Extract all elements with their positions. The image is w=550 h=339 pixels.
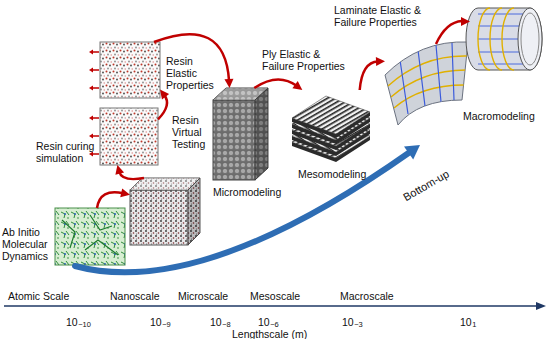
fuselage-cylinder <box>466 8 542 70</box>
load-arrowhead <box>89 86 93 91</box>
flow-arrow <box>97 188 130 208</box>
arrowhead <box>224 79 233 88</box>
axis-exponent: −3 <box>354 320 363 329</box>
edge-label: Ply Elastic & Failure Properties <box>262 48 348 72</box>
axis-value: 10 <box>66 316 78 328</box>
edge-label: Laminate Elastic & Failure Properties <box>334 4 428 28</box>
length-axis <box>4 302 546 310</box>
md-box <box>55 208 125 265</box>
node-label: Ab Initio Molecular Dynamics <box>2 226 54 262</box>
illustration-node: Micromodeling <box>213 88 268 180</box>
axis-arrowhead <box>536 302 546 310</box>
cylinder-body <box>466 8 542 70</box>
axis-line <box>4 305 538 307</box>
micro-block <box>213 88 268 180</box>
bottom-up-arrow <box>75 145 420 272</box>
arrow-label: Bottom-up <box>401 167 451 203</box>
block-side-shade <box>255 88 268 180</box>
illustration-node: Resin curing simulation <box>130 178 200 245</box>
axis-value: 10 <box>258 316 270 328</box>
arrowhead <box>376 57 385 66</box>
ply <box>292 96 370 134</box>
laminate <box>292 96 370 162</box>
arrow-line <box>97 192 123 208</box>
axis-exponent: −8 <box>222 320 231 329</box>
arrowhead <box>292 81 302 90</box>
cylinder-frames <box>478 8 514 70</box>
illustration-node: Ab Initio Molecular Dynamics <box>55 208 125 265</box>
node-label: Mesomodeling <box>298 168 366 180</box>
flow-arrow <box>158 90 169 120</box>
cube-side-shade <box>188 178 200 245</box>
resin-elastic-box <box>89 42 160 98</box>
flow-arrow <box>360 57 385 90</box>
block-side <box>255 88 268 180</box>
resin-box <box>100 108 158 165</box>
axis-value: 10 <box>342 316 354 328</box>
axis-exponent: −9 <box>162 320 171 329</box>
arrow-line <box>360 61 378 90</box>
illustration-node: Resin Virtual Testing <box>100 108 158 165</box>
blue-arrow <box>75 152 410 272</box>
scale-name: Microscale <box>178 290 228 302</box>
scale-name: Mesoscale <box>250 290 300 302</box>
node-label: Micromodeling <box>213 186 281 198</box>
illustration-node: Resin Elastic Properties <box>100 42 160 98</box>
load-arrows <box>93 52 99 88</box>
axis-exponent: 1 <box>472 320 476 329</box>
axis-value: 10 <box>460 316 472 328</box>
node-label: Resin curing simulation <box>36 140 98 164</box>
axis-title: Lengthscale (m) <box>232 328 307 339</box>
cylinder-ring <box>521 13 539 65</box>
load-arrowhead <box>89 68 93 73</box>
molecule-bonds <box>62 215 118 255</box>
axis-exponent: −6 <box>270 320 279 329</box>
scale-name: Macroscale <box>340 290 394 302</box>
illustration-node: Macromodeling <box>385 40 470 125</box>
panel-frames <box>388 56 467 108</box>
cube-side <box>188 178 200 245</box>
flow-arrow <box>115 165 144 179</box>
curved-panel <box>385 42 468 125</box>
axis-value: 10 <box>210 316 222 328</box>
illustration-node: Mesomodeling <box>290 90 372 160</box>
panel-skin <box>385 42 468 125</box>
arrowhead <box>160 90 169 100</box>
cube-front <box>130 190 188 245</box>
axis-exponent: −10 <box>78 320 91 329</box>
panel-to-cylinder-arrow <box>436 17 470 44</box>
scale-name: Atomic Scale <box>8 290 69 302</box>
cylinder-end <box>518 8 542 70</box>
load-arrowhead <box>89 152 93 157</box>
axis-value: 10 <box>150 316 162 328</box>
panel-stringers <box>400 43 454 114</box>
arrow-line <box>119 172 144 179</box>
molecular-dynamics-picture <box>55 208 125 265</box>
scale-name: Nanoscale <box>110 290 160 302</box>
load-arrowhead <box>89 134 93 139</box>
load-arrowhead <box>89 50 93 55</box>
resin-box <box>100 42 160 98</box>
arrow-line <box>254 79 296 88</box>
arrowhead <box>120 188 130 197</box>
red-arrowhead <box>461 17 470 26</box>
resin-testing-box <box>89 108 158 165</box>
load-arrowhead <box>89 116 93 121</box>
arrowhead <box>115 165 124 175</box>
node-label: Macromodeling <box>463 110 535 122</box>
node-label: Resin Elastic Properties <box>166 55 215 91</box>
panel-grid <box>388 43 467 114</box>
red-arrow <box>436 21 462 44</box>
block-front <box>213 100 255 180</box>
curing-cube <box>130 178 200 245</box>
flow-arrow <box>254 79 302 90</box>
blue-arrowhead <box>404 145 420 160</box>
node-label: Resin Virtual Testing <box>172 114 214 150</box>
